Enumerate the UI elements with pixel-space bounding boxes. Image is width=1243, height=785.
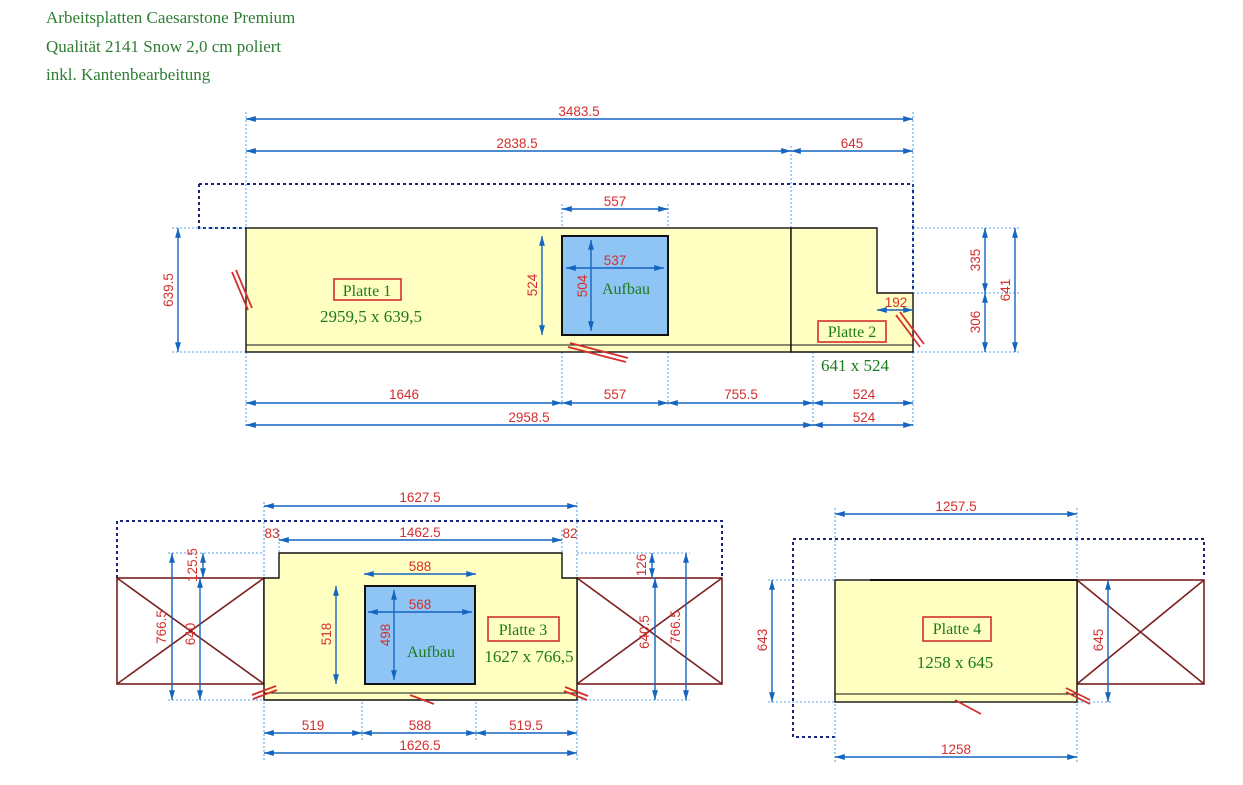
dim-top-bottom-1646: 1646 (389, 387, 419, 402)
dim-mid-inner: 1462.5 (399, 525, 440, 540)
top-dimension-lines (175, 116, 1018, 428)
dim-mid-sink-inner-height: 498 (378, 624, 393, 647)
dim-mid-total: 1627.5 (399, 490, 440, 505)
plate-1-label: Platte 1 (343, 283, 391, 300)
dim-mid-right-766: 766.5 (668, 610, 683, 644)
dim-mid-bottom-519-5: 519.5 (509, 718, 543, 733)
header-line-1: Arbeitsplatten Caesarstone Premium (46, 8, 296, 27)
plate-1-size: 2959,5 x 639,5 (320, 307, 422, 326)
dim-top-bottom-524b: 524 (853, 410, 876, 425)
top-sink-shape (561, 235, 669, 336)
top-edge-marks (231, 269, 925, 363)
dim-mid-right-640: 640.5 (637, 615, 652, 649)
right-ghost-outline (792, 538, 1205, 738)
dim-right-bottom: 1258 (941, 742, 971, 757)
right-edge-marks (954, 687, 1091, 715)
plate-4-size: 1258 x 645 (917, 653, 994, 672)
middle-sink-shape (364, 585, 476, 685)
dim-top-sink-inner-height: 504 (575, 274, 590, 297)
dim-top-right-total: 641 (998, 279, 1013, 302)
plate-2-size: 641 x 524 (821, 356, 890, 375)
dim-mid-sink-height: 518 (319, 623, 334, 646)
dim-mid-bottom-588: 588 (409, 718, 432, 733)
dim-top-total: 3483.5 (558, 104, 599, 119)
dim-mid-bottom-519: 519 (302, 718, 325, 733)
right-layout: 1257.5 1258 643 645 Platte 4 1258 x 645 (755, 499, 1205, 762)
header-line-2: Qualität 2141 Snow 2,0 cm poliert (46, 36, 282, 56)
dim-mid-bottom-1626: 1626.5 (399, 738, 440, 753)
dim-top-notch: 192 (885, 295, 908, 310)
dim-top-bottom-557: 557 (604, 387, 627, 402)
plate-3-label-box (487, 616, 560, 642)
plate-2-label: Platte 2 (828, 324, 876, 341)
top-sink-label: Aufbau (602, 281, 650, 298)
dim-right-left-height: 643 (755, 629, 770, 652)
header-line-3: inkl. Kantenbearbeitung (46, 65, 211, 84)
top-layout: 3483.5 2838.5 645 557 537 524 504 639.5 … (161, 104, 1020, 428)
dim-top-left: 2838.5 (496, 136, 537, 151)
dim-top-right-lower: 306 (968, 311, 983, 334)
dim-top-bottom-524a: 524 (853, 387, 876, 402)
dim-top-bottom-2958: 2958.5 (508, 410, 549, 425)
header-text: Arbeitsplatten Caesarstone Premium Quali… (46, 4, 295, 90)
plate-1-label-box (333, 278, 402, 301)
middle-edge-marks (251, 685, 589, 705)
dim-right-right-height: 645 (1091, 629, 1106, 652)
dim-top-right: 645 (841, 136, 864, 151)
middle-layout: 1627.5 1462.5 83 82 588 568 518 498 125.… (116, 490, 723, 760)
dim-top-sink-inner-width: 537 (604, 253, 627, 268)
right-dimension-lines (769, 511, 1111, 760)
plate-3-label: Platte 3 (499, 622, 547, 639)
dim-top-bottom-755: 755.5 (724, 387, 758, 402)
dim-right-top: 1257.5 (935, 499, 976, 514)
dim-mid-left-766: 766.5 (154, 610, 169, 644)
plate-4-label-box (922, 616, 992, 642)
far-right-cabinet (1076, 579, 1205, 685)
dim-mid-right-notch: 82 (562, 526, 577, 541)
middle-sink-label: Aufbau (407, 644, 455, 661)
plate-4-label: Platte 4 (933, 621, 981, 638)
middle-dimension-lines (169, 503, 689, 756)
middle-ghost-outline (116, 520, 723, 578)
plate-3-size: 1627 x 766,5 (484, 647, 573, 666)
dim-mid-right-126: 126 (634, 554, 649, 577)
plate-2-label-box (817, 320, 887, 343)
dim-mid-sink-inner-width: 568 (409, 597, 432, 612)
dim-mid-left-640: 640 (183, 623, 198, 646)
dim-mid-left-notch: 83 (264, 526, 279, 541)
dim-top-right-upper: 335 (968, 249, 983, 272)
dim-mid-sink-width: 588 (409, 559, 432, 574)
dim-top-sink-height: 524 (525, 273, 540, 296)
dim-mid-left-125: 125.5 (185, 548, 200, 582)
dim-top-height: 639.5 (161, 273, 176, 307)
dim-top-sink-width: 557 (604, 194, 627, 209)
plate-1-shape (245, 227, 792, 353)
